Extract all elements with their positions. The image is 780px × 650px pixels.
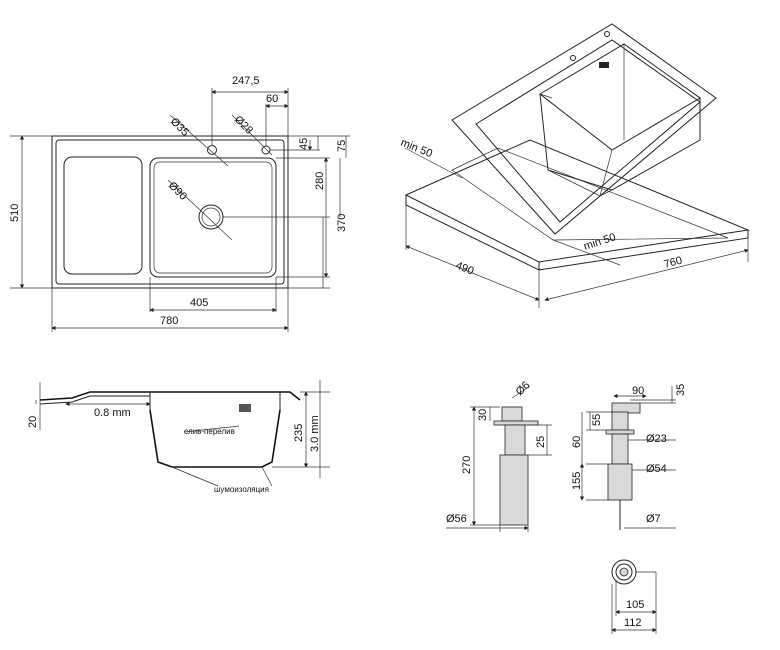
dispenser-thread [504, 424, 526, 456]
dim-bowl-width: 405 [190, 297, 208, 309]
top-view: 247,5 60 Ø35 Ø28 Ø90 510 405 780 45 75 2… [9, 75, 350, 332]
dispenser-head [501, 406, 523, 422]
dim-tap-offset: 247,5 [232, 75, 260, 87]
bowl-outline [149, 157, 277, 278]
label-overflow: слив-перелив [184, 427, 235, 436]
section-rim [39, 391, 301, 401]
dim-spout: 90 [632, 385, 644, 397]
body-right [607, 463, 633, 501]
sink-rim [451, 23, 717, 235]
neck [611, 433, 629, 465]
dim-cap: 55 [591, 414, 603, 426]
cap [611, 411, 629, 431]
dim-tube: Ø7 [646, 513, 661, 525]
dim-height: 510 [9, 204, 21, 222]
dim-hole-top: 45 [298, 138, 310, 150]
tap-hole-iso [604, 31, 610, 37]
drain-inner [201, 207, 221, 227]
section-bowl [149, 409, 281, 468]
spout [611, 402, 641, 414]
sink-outline [51, 135, 289, 289]
dim-flange: Ø54 [646, 463, 667, 475]
soap-hole [261, 145, 271, 155]
bowl-inner [153, 161, 273, 274]
dim-disp-base: Ø56 [446, 513, 467, 525]
dim-section-depth: 235 [293, 424, 305, 442]
dim-body: 60 [571, 436, 583, 448]
sink-inner-outline [55, 139, 285, 285]
bowl-opening [539, 43, 701, 151]
dim-drain: Ø90 [166, 180, 189, 203]
dim-depth: 490 [454, 260, 476, 278]
dispenser-right: 90 35 55 60 155 Ø23 Ø54 Ø7 [571, 384, 687, 530]
dim-drain-offset: 370 [336, 214, 348, 232]
dispenser-bottle [499, 454, 529, 526]
dispenser-left: 30 Ø6 270 25 Ø56 [446, 379, 552, 532]
dim-min-left: min 50 [399, 137, 434, 160]
dim-hole-gap: 60 [266, 93, 278, 105]
dim-drain-outer: 112 [624, 617, 642, 629]
dim-width: 780 [160, 315, 178, 327]
drain-ring [615, 563, 633, 581]
dim-soap-hole: Ø28 [232, 114, 255, 137]
dim-radius: 3.0 mm [309, 415, 321, 452]
dim-spout-h: 35 [675, 384, 687, 396]
dim-thread: 25 [535, 436, 547, 448]
dim-min-right: min 50 [582, 231, 617, 253]
dim-top-margin: 75 [336, 140, 348, 152]
drainboard [63, 156, 143, 275]
countertop [404, 139, 750, 263]
dim-rim: 20 [27, 416, 39, 428]
dispenser-flange [493, 420, 539, 426]
dim-length: 760 [663, 255, 684, 271]
drain-core [619, 567, 629, 577]
dim-disp-height: 270 [461, 456, 473, 474]
iso-view: min 50 min 50 490 760 [399, 23, 750, 308]
logo-mark [599, 62, 609, 68]
drain-hole [198, 204, 224, 230]
dim-shank: 155 [571, 472, 583, 490]
soap-hole-iso [570, 55, 576, 61]
section-view: 20 0.8 mm слив-перелив шумоизоляция 235 … [27, 380, 330, 494]
dim-bowl-height: 280 [314, 172, 326, 190]
dim-thickness: 0.8 mm [94, 407, 131, 419]
flange-right [605, 429, 635, 435]
overflow-mark [239, 404, 251, 412]
dim-neck: Ø23 [646, 433, 667, 445]
tap-hole [207, 145, 217, 155]
countertop-cutout [451, 147, 729, 241]
label-insulation: шумоизоляция [214, 485, 269, 494]
dim-drain-inner: 105 [626, 599, 644, 611]
dim-disp-top: 30 [477, 409, 489, 421]
dim-tap-hole: Ø35 [168, 116, 191, 139]
drain-view: 105 112 [611, 559, 657, 634]
